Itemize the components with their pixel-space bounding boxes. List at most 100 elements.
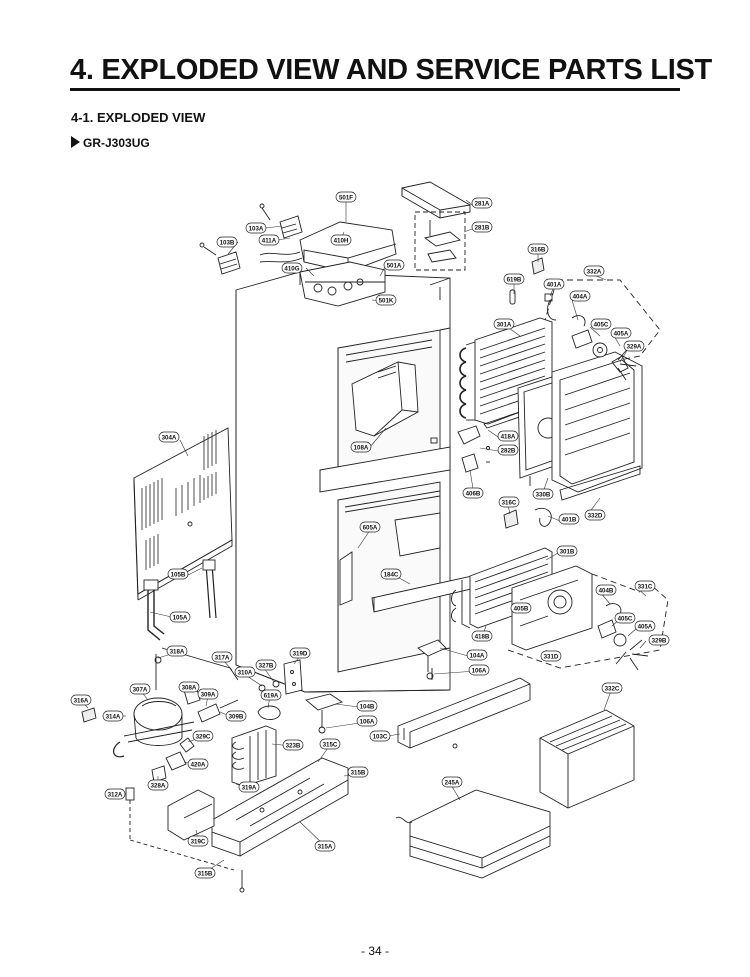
callout-315b: 315B <box>347 766 369 778</box>
callout-105b: 105B <box>167 568 189 580</box>
callout-331c: 331C <box>634 580 656 592</box>
callout-text: 501F <box>339 194 353 201</box>
callout-text: 332C <box>605 685 620 692</box>
callout-text: 307A <box>133 686 148 693</box>
callout-327b: 327B <box>255 659 277 671</box>
callout-105a: 105A <box>169 611 191 623</box>
callout-text: 401B <box>562 516 577 523</box>
callout-332d: 332D <box>584 509 606 521</box>
callout-text: 418A <box>501 433 516 440</box>
callout-319d: 319D <box>289 647 311 659</box>
callout-text: 329C <box>196 733 211 740</box>
exploded-view-diagram: 501F281A281B103A411A410H103B410G501A316B… <box>70 181 670 893</box>
callout-text: 405C <box>594 321 609 328</box>
callout-text: 330B <box>536 491 551 498</box>
callout-411a: 411A <box>258 234 280 246</box>
callout-104a: 104A <box>466 649 488 661</box>
compressor <box>113 697 195 758</box>
drip-tray <box>395 789 551 879</box>
callout-605a: 605A <box>359 521 381 533</box>
callout-text: 329A <box>627 343 642 350</box>
callout-106a: 106A <box>468 664 490 676</box>
callout-307a: 307A <box>129 683 151 695</box>
callout-text: 301A <box>497 321 512 328</box>
upper-fan-motor <box>571 329 637 381</box>
title-underline <box>70 88 680 91</box>
callout-332c: 332C <box>601 682 623 694</box>
evaporator-shroud-lower <box>511 565 593 651</box>
callout-text: 104A <box>470 652 485 659</box>
callout-text: 103B <box>220 239 235 246</box>
callout-text: 108A <box>354 444 369 451</box>
callout-text: 410G <box>284 265 299 272</box>
callout-281b: 281B <box>471 221 493 233</box>
page-number: - 34 - <box>360 944 389 958</box>
callout-281a: 281A <box>471 197 493 209</box>
callout-text: 281B <box>475 224 490 231</box>
callout-420a: 420A <box>187 758 209 770</box>
callout-108a: 108A <box>350 441 372 453</box>
callout-text: 104B <box>360 703 375 710</box>
callout-text: 317A <box>215 654 230 661</box>
callout-401a: 401A <box>543 278 565 290</box>
callout-318a: 318A <box>166 645 188 657</box>
callout-315b: 315B <box>194 867 216 879</box>
cabinet <box>235 271 451 693</box>
callout-text: 605A <box>363 524 378 531</box>
callout-317a: 317A <box>211 651 233 663</box>
callout-text: 282B <box>501 447 516 454</box>
callout-text: 314A <box>106 713 121 720</box>
front-grille <box>397 677 531 749</box>
callout-text: 331D <box>544 653 559 660</box>
callout-text: 319A <box>242 784 257 791</box>
callout-text: 405A <box>638 623 653 630</box>
callout-text: 328A <box>151 782 166 789</box>
callout-text: 315B <box>198 870 213 877</box>
callout-103a: 103A <box>245 222 267 234</box>
callout-text: 332D <box>588 512 603 519</box>
callout-404a: 404A <box>569 290 591 302</box>
callout-310a: 310A <box>234 666 256 678</box>
callout-text: 405B <box>514 605 529 612</box>
callout-309a: 309A <box>197 688 219 700</box>
callout-319c: 319C <box>187 835 209 847</box>
callout-text: 308A <box>182 684 197 691</box>
callout-text: 316B <box>531 246 546 253</box>
callout-418b: 418B <box>471 630 493 642</box>
callout-text: 106A <box>472 667 487 674</box>
callout-text: 103C <box>373 733 388 740</box>
callout-329c: 329C <box>192 730 214 742</box>
top-hinge <box>401 181 471 219</box>
callout-106a: 106A <box>356 715 378 727</box>
callout-text: 309A <box>201 691 216 698</box>
callout-text: 418B <box>475 633 490 640</box>
callout-330b: 330B <box>532 488 554 500</box>
callout-text: 316A <box>74 697 89 704</box>
callout-text: 103A <box>249 225 264 232</box>
callout-332a: 332A <box>583 265 605 277</box>
callout-184c: 184C <box>380 568 402 580</box>
base-plate <box>211 757 349 857</box>
section-heading: 4-1. EXPLODED VIEW <box>71 110 206 125</box>
callout-text: 405C <box>618 615 633 622</box>
callout-text: 105A <box>173 614 188 621</box>
callout-text: 501K <box>379 297 394 304</box>
callout-text: 319C <box>191 838 206 845</box>
callout-405c: 405C <box>590 318 612 330</box>
callout-text: 304A <box>162 434 177 441</box>
model-heading: GR-J303UG <box>71 136 150 150</box>
callout-404b: 404B <box>595 584 617 596</box>
callout-text: 106A <box>360 718 375 725</box>
callout-328a: 328A <box>147 779 169 791</box>
top-cover <box>299 221 397 307</box>
condenser-coil <box>231 725 277 787</box>
callout-text: 410H <box>334 237 349 244</box>
callout-316a: 316A <box>70 694 92 706</box>
callout-418a: 418A <box>497 430 519 442</box>
callout-103b: 103B <box>216 236 238 248</box>
callout-text: 327B <box>259 662 274 669</box>
callout-301b: 301B <box>556 545 578 557</box>
callout-text: 316C <box>502 499 517 506</box>
callout-401b: 401B <box>558 513 580 525</box>
callout-text: 405A <box>614 330 629 337</box>
